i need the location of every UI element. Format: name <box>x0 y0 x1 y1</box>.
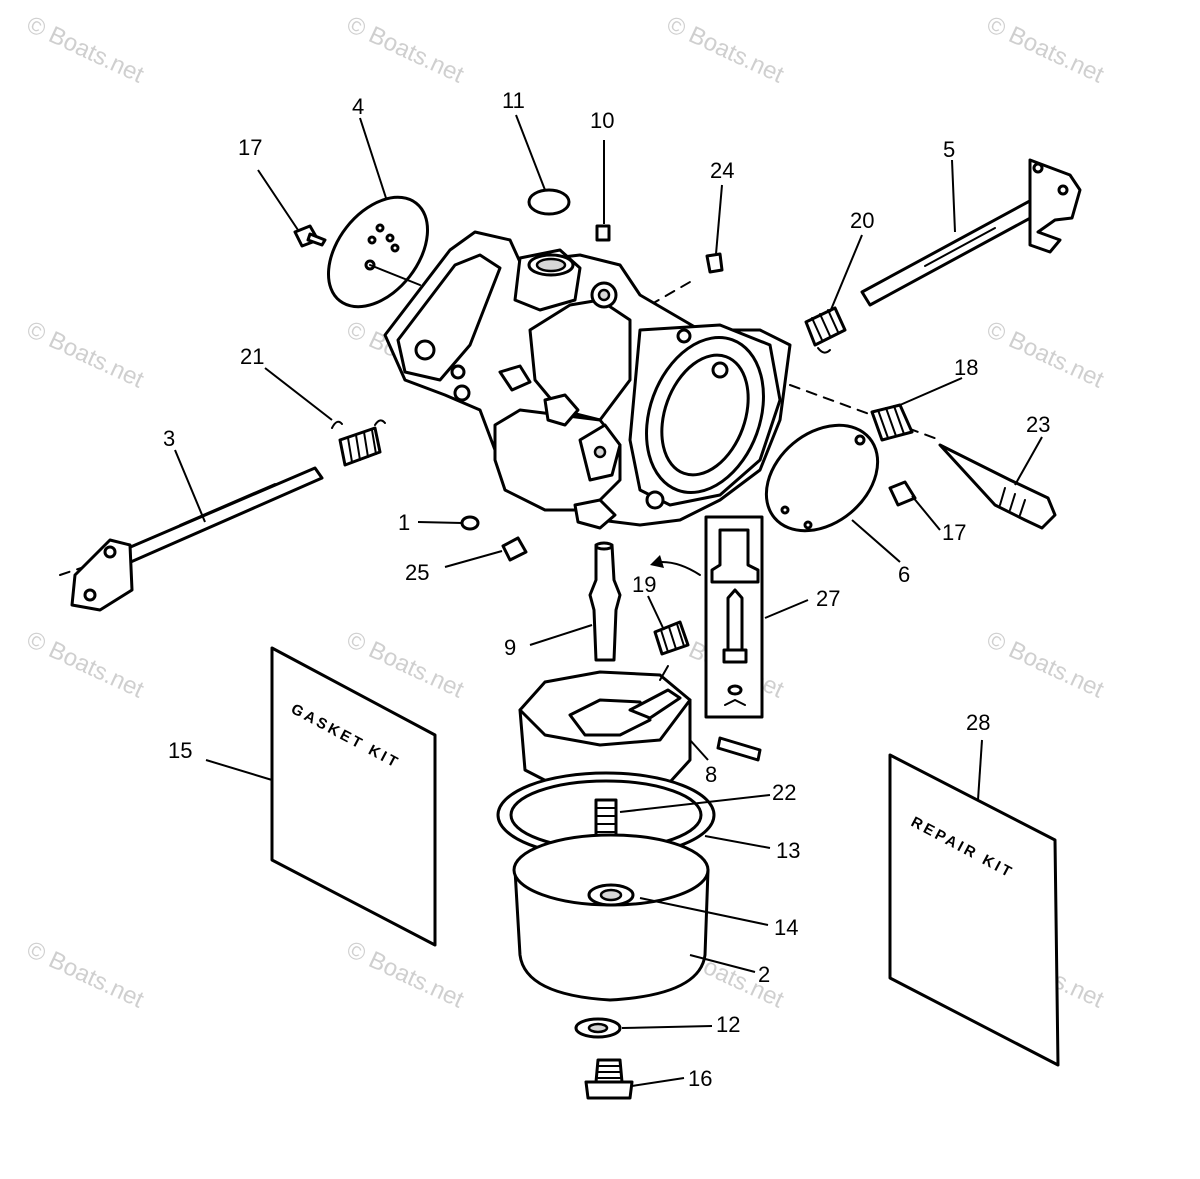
float-pin <box>716 736 762 762</box>
drain-plug <box>584 1058 634 1100</box>
gasket-kit-card: GASKET KIT <box>270 646 437 947</box>
watermark: © Boats.net <box>982 316 1108 394</box>
watermark: © Boats.net <box>22 626 148 704</box>
callout-27: 27 <box>816 586 840 611</box>
watermark: © Boats.net <box>982 626 1108 704</box>
spring-left <box>331 419 386 467</box>
callout-28: 28 <box>966 710 990 735</box>
clip-1 <box>460 515 480 531</box>
callout-6: 6 <box>898 562 910 587</box>
watermark: © Boats.net <box>22 11 148 89</box>
callout-3: 3 <box>163 426 175 451</box>
float-bowl <box>512 833 710 1002</box>
diaphragm-plate-left <box>326 195 430 309</box>
diaphragm-plate-right <box>764 423 880 533</box>
carburetor-body <box>383 230 792 530</box>
watermark: © Boats.net <box>22 316 148 394</box>
callout-15: 15 <box>168 738 192 763</box>
screw-left <box>293 224 327 248</box>
small-cap <box>595 224 611 242</box>
callout-21: 21 <box>240 344 264 369</box>
callout-18: 18 <box>954 355 978 380</box>
nozzle <box>588 541 622 662</box>
screw-25 <box>501 536 528 562</box>
plug-24 <box>705 252 724 274</box>
callout-17-left: 17 <box>238 135 262 160</box>
throttle-shaft-left <box>70 466 324 612</box>
callout-13: 13 <box>776 838 800 863</box>
callout-24: 24 <box>710 158 734 183</box>
watermark: © Boats.net <box>342 11 468 89</box>
spring-18 <box>870 403 914 442</box>
watermark: © Boats.net <box>982 11 1108 89</box>
watermark: © Boats.net <box>342 936 468 1014</box>
direction-arrow <box>650 555 701 576</box>
needle-valve-kit <box>704 515 764 719</box>
spring-right <box>804 306 847 354</box>
washer <box>574 1017 622 1039</box>
callout-22: 22 <box>772 780 796 805</box>
callout-23: 23 <box>1026 412 1050 437</box>
callout-5: 5 <box>943 137 955 162</box>
repair-kit-card: REPAIR KIT <box>888 753 1060 1067</box>
leader-lines <box>174 114 1043 1087</box>
watermark: © Boats.net <box>22 936 148 1014</box>
callout-11: 11 <box>502 88 525 113</box>
welch-plug <box>527 188 571 216</box>
callout-19: 19 <box>632 572 656 597</box>
callout-17-right: 17 <box>942 520 966 545</box>
callout-14: 14 <box>774 915 798 940</box>
mixture-needle <box>938 443 1057 530</box>
callout-1: 1 <box>398 510 410 535</box>
watermark: © Boats.net <box>342 626 468 704</box>
float <box>518 665 692 792</box>
callout-4: 4 <box>352 94 364 119</box>
callout-numbers: 1 2 3 4 5 6 8 9 10 11 12 13 14 15 16 17 … <box>163 88 1050 1091</box>
callout-2: 2 <box>758 962 770 987</box>
callout-20: 20 <box>850 208 874 233</box>
callout-12: 12 <box>716 1012 740 1037</box>
callout-10: 10 <box>590 108 614 133</box>
callout-9: 9 <box>504 635 516 660</box>
watermark: © Boats.net <box>662 11 788 89</box>
callout-8: 8 <box>705 762 717 787</box>
callout-16: 16 <box>688 1066 712 1091</box>
screw-right <box>888 480 917 507</box>
callout-25: 25 <box>405 560 429 585</box>
choke-shaft-right <box>860 158 1082 307</box>
